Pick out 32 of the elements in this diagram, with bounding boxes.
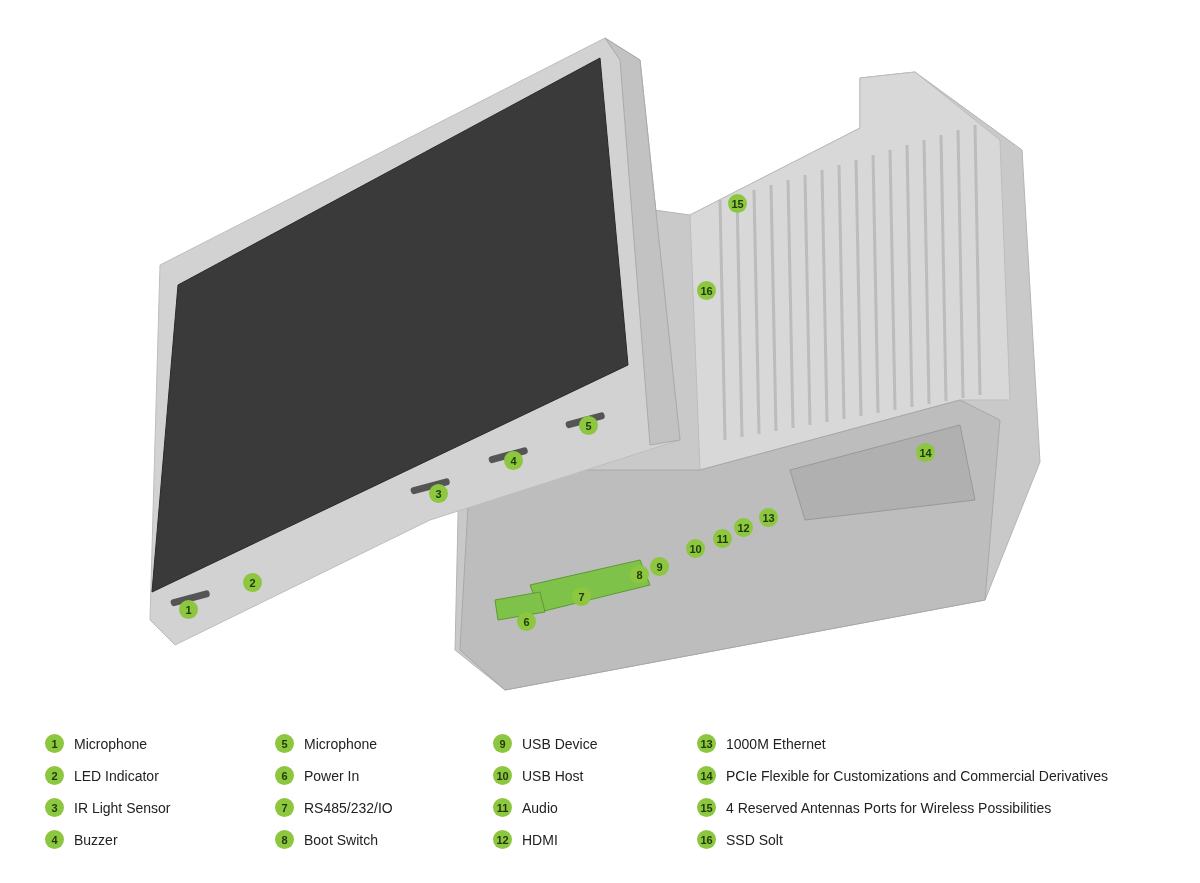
callout-number: 15 bbox=[697, 798, 716, 817]
key-text: USB Device bbox=[522, 735, 598, 753]
key-text: SSD Solt bbox=[726, 831, 783, 849]
callout-number: 13 bbox=[697, 734, 716, 753]
key-text: PCIe Flexible for Customizations and Commercial Derivatives bbox=[726, 767, 1109, 785]
callout-number: 1 bbox=[45, 734, 64, 753]
key-text: Microphone bbox=[304, 735, 378, 753]
callout-number: 4 bbox=[45, 830, 64, 849]
callout-number: 8 bbox=[275, 830, 294, 849]
key-text: Buzzer bbox=[74, 831, 118, 849]
key-text: USB Host bbox=[522, 767, 584, 785]
callout-number: 2 bbox=[45, 766, 64, 785]
callout-number: 3 bbox=[45, 798, 64, 817]
callout-number: 7 bbox=[275, 798, 294, 817]
key-text: Audio bbox=[522, 799, 558, 817]
key-text: Power In bbox=[304, 767, 360, 785]
callout-number: 14 bbox=[697, 766, 716, 785]
callout-number: 16 bbox=[697, 830, 716, 849]
callout-number: 11 bbox=[493, 798, 512, 817]
key-text: 1000M Ethernet bbox=[726, 735, 826, 753]
key-text: Boot Switch bbox=[304, 831, 378, 849]
callout-number: 12 bbox=[493, 830, 512, 849]
key-text: IR Light Sensor bbox=[74, 799, 171, 817]
key-text: 4 Reserved Antennas Ports for Wireless Possibilities bbox=[726, 799, 1052, 817]
key-text: Microphone bbox=[74, 735, 148, 753]
callout-number: 10 bbox=[493, 766, 512, 785]
key-text: LED Indicator bbox=[74, 767, 159, 785]
callout-number: 6 bbox=[275, 766, 294, 785]
key-text: HDMI bbox=[522, 831, 558, 849]
callout-number: 9 bbox=[493, 734, 512, 753]
key-text: RS485/232/IO bbox=[304, 799, 393, 817]
callout-number: 5 bbox=[275, 734, 294, 753]
